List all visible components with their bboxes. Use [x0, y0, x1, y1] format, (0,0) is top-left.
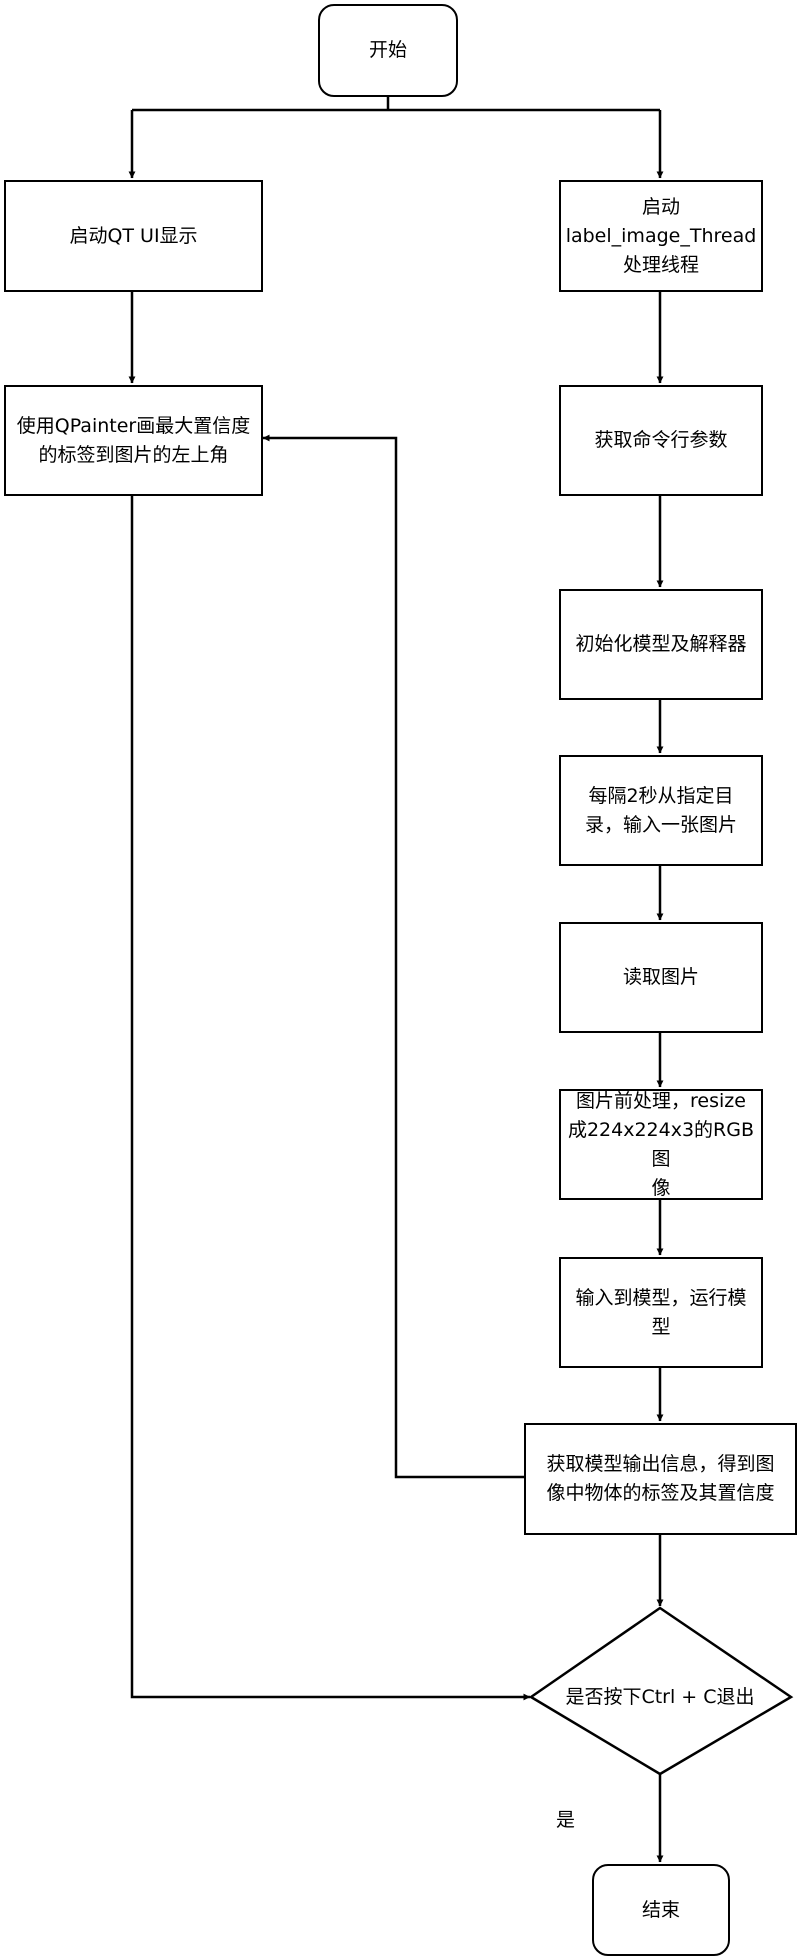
- draw-label-node-label: 使用QPainter画最大置信度 的标签到图片的左上角: [16, 414, 251, 466]
- run-model-node: 输入到模型，运行模 型: [559, 1257, 763, 1368]
- read-image-node-label: 读取图片: [622, 966, 699, 988]
- start-thread-node: 启动 label_image_Thread 处理线程: [559, 180, 763, 292]
- run-model-node-label: 输入到模型，运行模 型: [575, 1286, 747, 1338]
- input-image-node-label: 每隔2秒从指定目 录，输入一张图片: [584, 784, 737, 836]
- edge-label-yes: 是: [556, 1809, 576, 1831]
- draw-label-node: 使用QPainter画最大置信度 的标签到图片的左上角: [4, 385, 263, 496]
- preprocess-node-label: 图片前处理，resize 成224x224x3的RGB图 像: [567, 1089, 755, 1199]
- decision-diamond: [528, 1606, 794, 1776]
- init-model-node: 初始化模型及解释器: [559, 589, 763, 700]
- edge-draw-to-decision: [130, 496, 531, 1701]
- decision-label: 是否按下Ctrl + C退出: [565, 1685, 755, 1708]
- start-thread-node-label: 启动 label_image_Thread 处理线程: [565, 195, 757, 276]
- get-args-node: 获取命令行参数: [559, 385, 763, 496]
- qt-ui-node: 启动QT UI显示: [4, 180, 263, 292]
- read-image-node: 读取图片: [559, 922, 763, 1033]
- get-output-node: 获取模型输出信息，得到图 像中物体的标签及其置信度: [524, 1423, 797, 1535]
- get-output-node-label: 获取模型输出信息，得到图 像中物体的标签及其置信度: [546, 1453, 775, 1504]
- start-node: 开始: [318, 4, 458, 97]
- start-node-label: 开始: [368, 39, 407, 61]
- qt-ui-node-label: 启动QT UI显示: [69, 224, 198, 247]
- end-node-label: 结束: [641, 1898, 680, 1921]
- end-node: 结束: [592, 1864, 730, 1956]
- init-model-node-label: 初始化模型及解释器: [575, 633, 747, 655]
- get-args-node-label: 获取命令行参数: [594, 429, 728, 451]
- preprocess-node: 图片前处理，resize 成224x224x3的RGB图 像: [559, 1089, 763, 1200]
- input-image-node: 每隔2秒从指定目 录，输入一张图片: [559, 755, 763, 866]
- edge-output-to-draw: [262, 434, 524, 1479]
